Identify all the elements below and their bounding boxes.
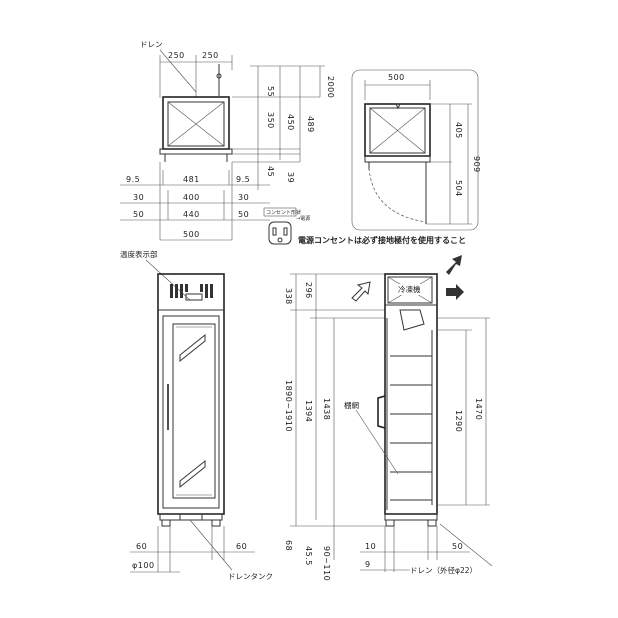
- side-view: 338 296 1890~1910 1394 1438 68 45.5 90~1…: [284, 255, 493, 581]
- dim-68: 68: [284, 540, 293, 551]
- dim-450: 450: [286, 114, 295, 131]
- freezer-unit-box: [387, 276, 433, 304]
- dim-30-left: 30: [133, 193, 144, 202]
- dim-1470: 1470: [474, 398, 483, 420]
- dim-90-110: 90~110: [322, 546, 331, 581]
- outlet-icon: [268, 221, 292, 245]
- dim-60-left: 60: [136, 542, 147, 551]
- drain-note-side: ドレン（外径φ22）: [410, 565, 477, 575]
- exhaust-arrow-up: [446, 255, 462, 275]
- dim-909: 909: [472, 156, 481, 173]
- dim-350: 350: [266, 112, 275, 129]
- drain-leader-top: [159, 49, 197, 93]
- dim-250-left: 250: [168, 51, 185, 60]
- evaporator: [399, 309, 425, 331]
- plan-view: 500 405 504 909: [351, 69, 481, 231]
- dim-30-right: 30: [238, 193, 249, 202]
- caster-left: [161, 519, 171, 527]
- front-door: [162, 315, 220, 509]
- dim-10: 10: [365, 542, 376, 551]
- dim-9.5-right: 9.5: [236, 175, 250, 184]
- dim-489: 489: [306, 116, 315, 133]
- top-view: ドレン 250 250 55 350 450 489 2000 4: [120, 40, 335, 241]
- dim-1438: 1438: [322, 398, 331, 420]
- door-swing-arc: [368, 167, 427, 223]
- plan-view-frame: [351, 69, 479, 231]
- side-handle: [377, 395, 386, 429]
- drain-label-top: ドレン: [140, 40, 163, 49]
- dim-338: 338: [284, 288, 293, 305]
- drain-tank-leader: [189, 519, 233, 571]
- dim-55: 55: [266, 86, 275, 97]
- dim-296: 296: [304, 282, 313, 299]
- dim-phi100: φ100: [132, 561, 155, 570]
- front-view: 温度表示部 60: [120, 249, 273, 581]
- shelves: [390, 330, 433, 505]
- cabinet-top-inner: [167, 101, 225, 147]
- dim-50-left: 50: [133, 210, 144, 219]
- dim-45.5: 45.5: [304, 546, 313, 566]
- door-strip-top: [159, 148, 233, 155]
- dim-405: 405: [454, 122, 463, 139]
- dim-400: 400: [183, 193, 200, 202]
- drain-leader-side: [439, 523, 493, 567]
- dim-504: 504: [454, 180, 463, 197]
- freezer-unit-label: 冷凍機: [398, 284, 421, 294]
- dim-45: 45: [266, 166, 275, 177]
- dim-2000: 2000: [326, 76, 335, 98]
- dim-50: 50: [452, 542, 463, 551]
- dim-500: 500: [183, 230, 200, 239]
- dim-plan-500: 500: [388, 73, 405, 82]
- dim-9: 9: [365, 560, 371, 569]
- outlet-note: コンセント形状 →電源 電源コンセントは必ず接地極付を使用すること: [263, 207, 466, 245]
- temp-display-window: [185, 293, 203, 301]
- intake-arrow: [351, 281, 371, 302]
- exhaust-arrow-right: [446, 284, 464, 300]
- dim-1290: 1290: [454, 410, 463, 432]
- outlet-warning: 電源コンセントは必ず接地極付を使用すること: [298, 235, 466, 245]
- dim-1890-1910: 1890~1910: [284, 380, 293, 432]
- outlet-label-box: [263, 207, 297, 217]
- temp-display-label: 温度表示部: [120, 249, 158, 259]
- dim-440: 440: [183, 210, 200, 219]
- shelf-label: 棚網: [344, 400, 359, 410]
- outlet-shape-label: コンセント形状: [266, 209, 301, 216]
- dim-481: 481: [183, 175, 200, 184]
- vent-grille: [170, 284, 213, 298]
- dim-9.5-left: 9.5: [126, 175, 140, 184]
- side-caster-left: [385, 519, 395, 527]
- caster-right: [211, 519, 221, 527]
- dim-60-right: 60: [236, 542, 247, 551]
- dim-50-right: 50: [238, 210, 249, 219]
- dim-250-right: 250: [202, 51, 219, 60]
- drain-tank-label: ドレンタンク: [228, 572, 273, 581]
- dim-39: 39: [286, 172, 295, 183]
- shelf-leader: [355, 409, 399, 475]
- dim-1394: 1394: [304, 400, 313, 422]
- front-glass: [172, 323, 216, 499]
- drain-tank: [179, 513, 203, 521]
- temp-display-leader: [145, 259, 191, 301]
- outlet-arrow-note: →電源: [296, 215, 310, 222]
- side-caster-right: [427, 519, 437, 527]
- cabinet-top-outline: [162, 96, 230, 150]
